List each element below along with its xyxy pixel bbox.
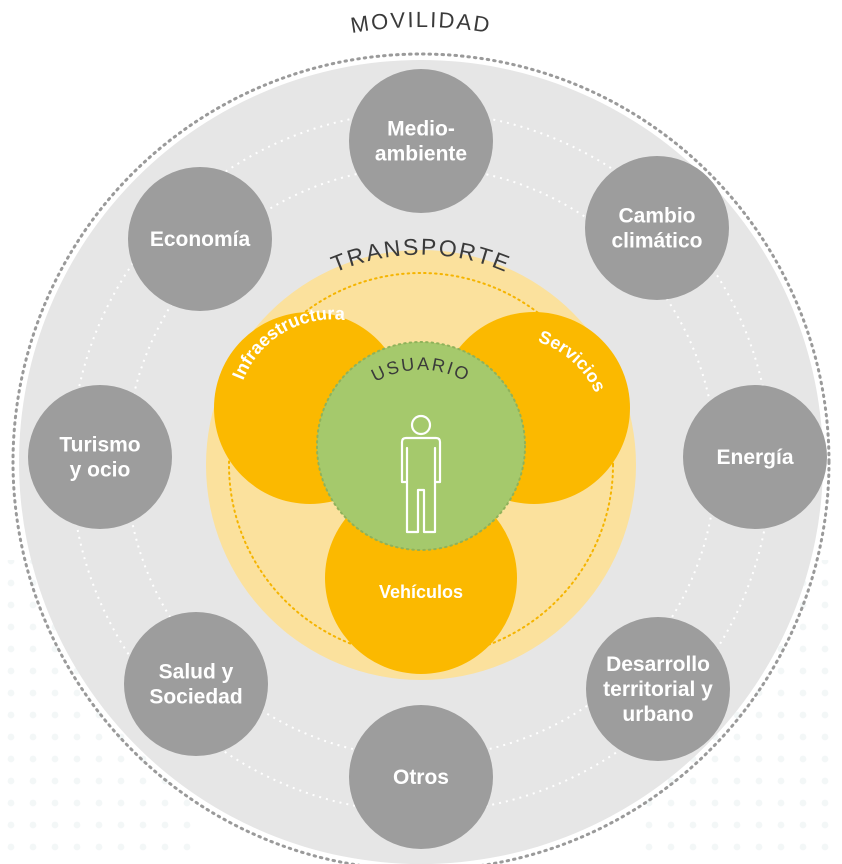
topic-turismo-ocio-label: y ocio (70, 459, 131, 482)
topic-desarrollo-territorial-circle[interactable] (586, 617, 730, 761)
topic-energia-circle[interactable] (683, 385, 827, 529)
topic-medioambiente-label: Medio- (387, 118, 455, 141)
user-dotted-border (316, 341, 526, 551)
topic-economia[interactable]: Economía (128, 167, 272, 311)
user-area: USUARIO (316, 341, 526, 551)
person-icon (400, 414, 442, 534)
topic-otros-circle[interactable] (349, 705, 493, 849)
topic-economia-circle[interactable] (128, 167, 272, 311)
topic-cambio-climatico-circle[interactable] (585, 156, 729, 300)
topic-salud-sociedad-circle[interactable] (124, 612, 268, 756)
topic-cambio-climatico-label: climático (611, 230, 702, 253)
mobility-dotted-border (11, 52, 831, 864)
topic-turismo-ocio-circle[interactable] (28, 385, 172, 529)
topic-economia-label: Economía (150, 228, 251, 251)
user-circle[interactable] (317, 342, 525, 550)
topic-salud-sociedad-label: Sociedad (149, 686, 242, 709)
topic-desarrollo-territorial-label: territorial y (603, 678, 713, 701)
topic-energia-label: Energía (716, 446, 793, 469)
topic-medioambiente-label: ambiente (375, 143, 467, 166)
topic-energia[interactable]: Energía (683, 385, 827, 529)
topic-desarrollo-territorial-label: Desarrollo (606, 653, 710, 676)
mobility-label: MOVILIDAD (349, 7, 493, 38)
transport-dotted-border (228, 272, 614, 658)
component-vehiculos-label: Vehículos (379, 582, 463, 602)
topic-turismo-ocio-label: Turismo (59, 434, 140, 457)
topic-medioambiente-circle[interactable] (349, 69, 493, 213)
topic-salud-sociedad-label: Salud y (159, 661, 234, 684)
topic-cambio-climatico-label: Cambio (618, 205, 695, 228)
topic-medioambiente[interactable]: Medio-ambiente (349, 69, 493, 213)
topic-desarrollo-territorial-label: urbano (622, 703, 693, 726)
topics-group: Medio-ambienteCambioclimáticoEnergíaDesa… (28, 69, 827, 849)
topic-otros[interactable]: Otros (349, 705, 493, 849)
topic-otros-label: Otros (393, 766, 449, 789)
